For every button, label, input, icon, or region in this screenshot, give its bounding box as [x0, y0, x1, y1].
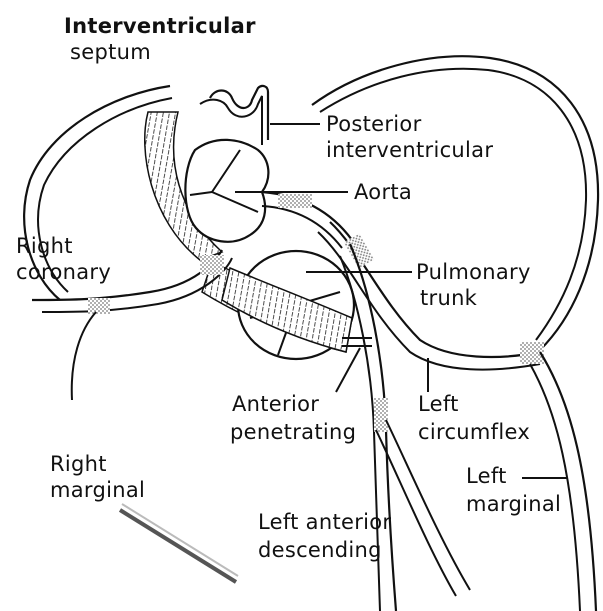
label-pulmonary-trunk-line1: Pulmonary: [416, 260, 531, 285]
label-aorta: Aorta: [354, 180, 412, 205]
label-right-marginal-line2: marginal: [50, 478, 145, 503]
aorta-valve: [185, 140, 268, 242]
label-posterior-interventricular-line1: Posterior: [326, 112, 422, 137]
label-right-marginal-line1: Right: [50, 452, 107, 477]
label-anterior-penetrating-line2: penetrating: [230, 420, 356, 445]
label-posterior-interventricular-line2: interventricular: [326, 138, 493, 163]
right-marginal-artery-distal: [120, 510, 236, 582]
label-pulmonary-trunk-line2: trunk: [420, 286, 477, 311]
label-interventricular-septum-line1: Interventricular: [64, 14, 256, 39]
right-marginal-artery: [72, 312, 96, 400]
label-right-coronary-line1: Right: [16, 234, 73, 259]
posterior-interventricular-artery: [210, 86, 268, 140]
leader-anterior-penetrating: [336, 348, 360, 392]
label-left-anterior-descending-line1: Left anterior: [258, 510, 391, 535]
label-left-circumflex-line1: Left: [418, 392, 459, 417]
label-anterior-penetrating-line1: Anterior: [232, 392, 319, 417]
label-interventricular-septum-line2: septum: [70, 40, 151, 65]
label-left-circumflex-line2: circumflex: [418, 420, 530, 445]
label-left-marginal-line1: Left: [466, 464, 507, 489]
label-left-anterior-descending-line2: descending: [258, 538, 382, 563]
label-left-marginal-line2: marginal: [466, 492, 561, 517]
label-right-coronary-line2: coronary: [16, 260, 111, 285]
